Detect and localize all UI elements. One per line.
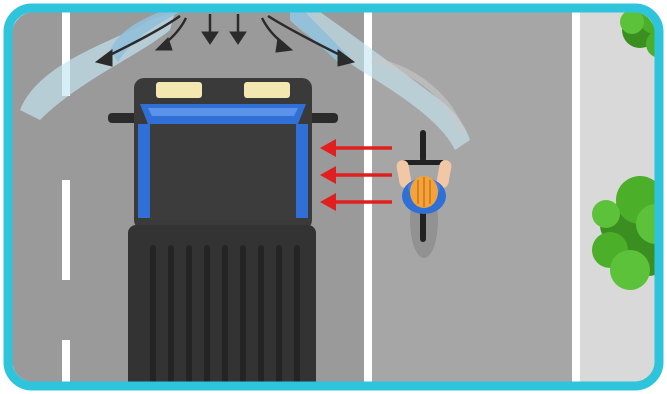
trailer-rib bbox=[258, 245, 264, 394]
curb-line bbox=[572, 12, 580, 382]
trailer-rib bbox=[294, 245, 300, 394]
truck-headlight-right bbox=[244, 82, 290, 98]
bike-front-wheel bbox=[420, 130, 426, 162]
trailer-rib bbox=[276, 245, 282, 394]
trailer-rib bbox=[204, 245, 210, 394]
truck-side-window-right bbox=[296, 124, 308, 218]
trailer-rib bbox=[186, 245, 192, 394]
truck-roof bbox=[150, 124, 296, 220]
truck-top-view-icon bbox=[108, 78, 338, 394]
trailer-rib bbox=[150, 245, 156, 394]
bike-rear-wheel bbox=[420, 210, 426, 242]
trailer-rib bbox=[240, 245, 246, 394]
trailer-rib bbox=[168, 245, 174, 394]
road-scene bbox=[12, 2, 667, 394]
truck-side-window-left bbox=[138, 124, 150, 218]
truck-trailer-ribs bbox=[150, 245, 300, 394]
trailer-rib bbox=[222, 245, 228, 394]
truck-mirror-right bbox=[308, 113, 338, 123]
truck-headlight-left bbox=[156, 82, 202, 98]
